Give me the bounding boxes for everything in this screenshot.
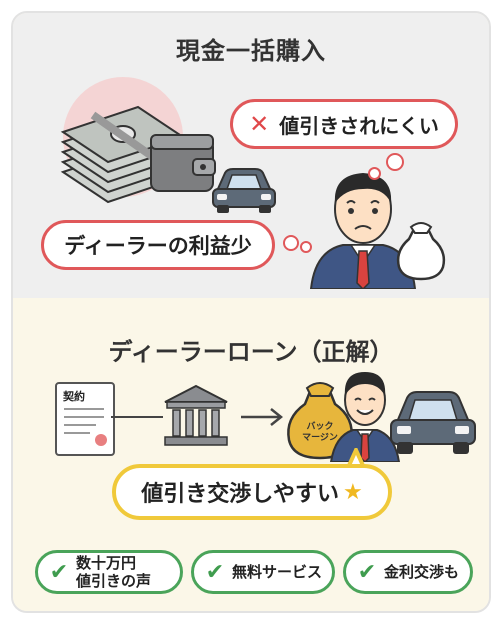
doc-line (64, 408, 104, 410)
star-icon: ★ (343, 479, 363, 505)
cash-purchase-panel: 現金一括購入 (13, 13, 489, 298)
worried-man-icon (309, 173, 417, 289)
bank-icon (164, 384, 228, 446)
money-bag-icon (396, 222, 446, 281)
benefit-discount-line1: 数十万円 (76, 554, 137, 572)
low-dealer-profit-label: ディーラーの利益少 (64, 234, 252, 258)
connector-line (111, 416, 163, 418)
doc-line (64, 416, 104, 418)
car-icon (390, 391, 476, 454)
thought-dot (368, 167, 381, 180)
back-margin-bag-icon (287, 382, 353, 460)
benefit-interest-pill: ✔ 金利交渉も (343, 550, 473, 594)
thought-dot (386, 153, 404, 171)
benefit-free-service-label: 無料サービス (232, 563, 323, 581)
benefit-discount-pill: ✔ 数十万円 値引きの声 (35, 550, 183, 594)
seal-icon (95, 434, 107, 446)
thought-dot (283, 235, 299, 251)
arrow-right-icon (241, 408, 284, 426)
benefit-interest-label: 金利交渉も (384, 563, 460, 581)
thought-dot (300, 241, 312, 253)
back-margin-label-line2: マージン (302, 433, 338, 443)
benefit-discount-label: 数十万円 値引きの声 (76, 554, 151, 590)
check-icon: ✔ (204, 559, 226, 585)
money-stack-icon (60, 77, 216, 204)
car-icon (212, 168, 276, 213)
back-margin-label-line1: バック (306, 422, 334, 432)
doc-line (64, 432, 90, 434)
doc-line (64, 424, 96, 426)
dealer-loan-title: ディーラーローン（正解） (108, 338, 394, 366)
cross-icon: ✕ (249, 110, 270, 138)
hard-to-discount-bubble: ✕ 値引きされにくい (230, 99, 458, 149)
benefit-free-service-pill: ✔ 無料サービス (191, 550, 335, 594)
easy-negotiation-bubble: 値引き交渉しやすい ★ (112, 464, 392, 520)
contract-document-icon: 契約 (55, 382, 115, 456)
benefit-discount-line2: 値引きの声 (76, 572, 152, 590)
dealer-loan-panel: ディーラーローン（正解） 契約 (13, 298, 489, 611)
low-dealer-profit-bubble: ディーラーの利益少 (41, 220, 275, 270)
check-icon: ✔ (48, 559, 70, 585)
back-margin-label: バック マージン (293, 422, 347, 444)
check-icon: ✔ (356, 559, 378, 585)
contract-label: 契約 (63, 390, 85, 403)
easy-negotiation-label: 値引き交渉しやすい (141, 482, 340, 507)
infographic-card: 現金一括購入 (11, 11, 491, 613)
smiling-man-icon (329, 372, 401, 462)
cash-purchase-title: 現金一括購入 (176, 37, 326, 65)
hard-to-discount-label: 値引きされにくい (279, 113, 439, 138)
